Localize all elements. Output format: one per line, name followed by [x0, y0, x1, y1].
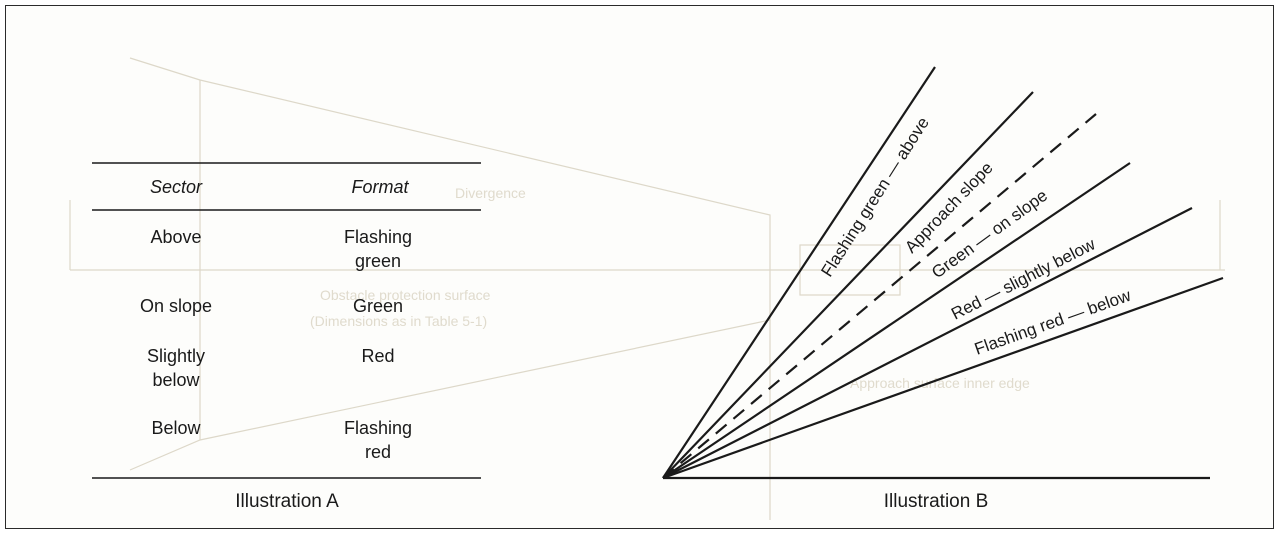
ghost-label: (Dimensions as in Table 5-1) — [310, 313, 487, 329]
background-ghost-diagram: Divergence Obstacle protection surface (… — [69, 57, 1225, 520]
figure-frame — [5, 5, 1274, 529]
sector-cell: Above — [150, 227, 201, 247]
ray-flashing-green-above — [662, 66, 936, 479]
ray-flashing-red-below — [662, 276, 1224, 480]
illustration-a: Sector Format Above Flashing green On sl… — [92, 162, 481, 512]
table-row: Above Flashing green — [150, 227, 412, 271]
sector-cell: Slightly — [147, 346, 205, 366]
table-row: Below Flashing red — [151, 418, 412, 462]
ray-approach-slope-dashed — [662, 113, 1097, 479]
table-row: Slightly below Red — [147, 346, 395, 390]
ghost-outline — [129, 57, 771, 471]
ray-green-on-slope — [662, 162, 1131, 479]
sector-cell: Below — [151, 418, 201, 438]
illustration-b-caption: Illustration B — [884, 491, 989, 512]
format-cell: green — [355, 251, 401, 271]
ray-approach-slope — [662, 91, 1034, 479]
format-cell: Green — [353, 296, 403, 316]
format-cell: Red — [361, 346, 394, 366]
ghost-label: Obstacle protection surface — [320, 287, 491, 303]
table-row: On slope Green — [140, 296, 403, 316]
sector-cell: below — [152, 370, 200, 390]
sector-header: Sector — [150, 177, 203, 197]
format-cell: Flashing — [344, 418, 412, 438]
sector-cell: On slope — [140, 296, 212, 316]
format-cell: Flashing — [344, 227, 412, 247]
ghost-label: Divergence — [455, 185, 526, 201]
ray-red-slightly-below — [662, 207, 1193, 479]
format-header: Format — [351, 177, 409, 197]
format-cell: red — [365, 442, 391, 462]
ghost-label: Approach surface inner edge — [850, 375, 1030, 391]
illustration-a-caption: Illustration A — [235, 491, 339, 512]
illustration-b: Flashing green — above Approach slope Gr… — [662, 66, 1224, 512]
